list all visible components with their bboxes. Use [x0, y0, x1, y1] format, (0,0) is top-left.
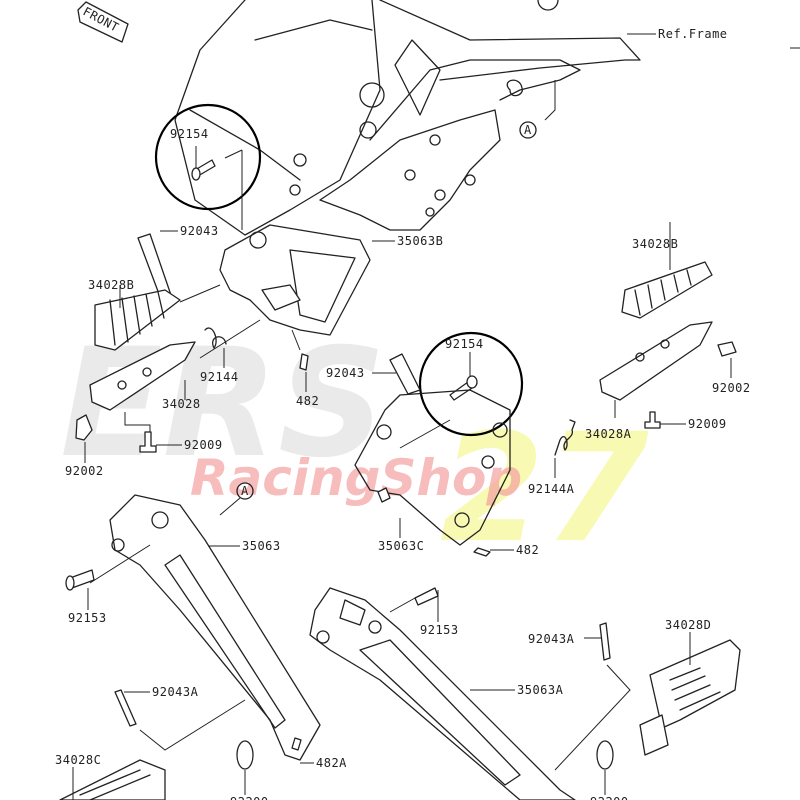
- watermark-logo: ERS 27 RacingShop: [60, 317, 649, 576]
- spring-92144a: [554, 419, 576, 456]
- label-92043a: 92043A: [528, 632, 575, 646]
- bracket-35063c: [354, 389, 511, 546]
- washer-left: [236, 740, 254, 770]
- label-35063: 35063: [242, 539, 281, 553]
- bolt-92002-right: [717, 341, 737, 357]
- front-arrow-icon: FRONT: [77, 1, 129, 43]
- bolt-92009-left: [139, 431, 157, 453]
- label-92154: 92154: [445, 337, 484, 351]
- label-92009: 92009: [688, 417, 727, 431]
- label-92144: 92144: [200, 370, 239, 384]
- label-34028: 34028: [162, 397, 201, 411]
- label-92002: 92002: [712, 381, 751, 395]
- pin-92043-mid: [389, 353, 421, 395]
- label-35063c: 35063C: [378, 539, 424, 553]
- label-482: 482: [296, 394, 319, 408]
- label-482a: 482A: [316, 756, 347, 770]
- highlight-circle-92154-top: [154, 103, 262, 211]
- label-92002: 92002: [65, 464, 104, 478]
- svg-text:RacingShop: RacingShop: [190, 449, 522, 507]
- part-labels: 92154 92043 35063B 34028B 34028B 92144 3…: [55, 127, 751, 800]
- footpeg-rubber-34028b-right: [621, 261, 713, 319]
- footpeg-34028: [89, 341, 196, 411]
- hanger-35063: [109, 494, 321, 761]
- label-92144a: 92144A: [528, 482, 575, 496]
- label-92043a: 92043A: [152, 685, 199, 699]
- clip-482-top: [299, 353, 309, 371]
- footpeg-rubber-34028b-left: [94, 289, 181, 351]
- label-34028d: 34028D: [665, 618, 711, 632]
- frame-drawing: [174, 0, 641, 236]
- bolt-92009-right: [644, 411, 661, 429]
- label-92009: 92009: [184, 438, 223, 452]
- clip-482a: [291, 737, 302, 751]
- bolt-92153-right: [414, 587, 439, 606]
- label-35063b: 35063B: [397, 234, 443, 248]
- bolt-92002-left: [75, 414, 93, 441]
- hanger-35063a: [309, 587, 576, 800]
- pin-92043a-left: [114, 689, 137, 727]
- spring-92144: [204, 327, 227, 349]
- label-92200: 92200: [230, 795, 269, 800]
- label-34028b: 34028B: [632, 237, 678, 251]
- label-92153: 92153: [68, 611, 107, 625]
- label-92043: 92043: [326, 366, 365, 380]
- pin-92043a-right: [599, 622, 611, 661]
- footpeg-34028a: [599, 321, 713, 401]
- bolt-92154-mid: [449, 375, 478, 401]
- bolt-92154-top: [191, 159, 216, 181]
- label-482: 482: [516, 543, 539, 557]
- label-92153: 92153: [420, 623, 459, 637]
- callout-a-top: A: [524, 123, 532, 137]
- label-34028a: 34028A: [585, 427, 632, 441]
- label-92154: 92154: [170, 127, 209, 141]
- svg-text:27: 27: [440, 402, 649, 576]
- label-34028b: 34028B: [88, 278, 134, 292]
- label-34028c: 34028C: [55, 753, 101, 767]
- label-92043: 92043: [180, 224, 219, 238]
- footpeg-rubber-34028d: [639, 639, 741, 756]
- callout-a-mid: A: [241, 484, 249, 498]
- highlight-circle-92154-mid: [418, 331, 524, 437]
- label-ref-frame: Ref.Frame: [658, 27, 728, 41]
- label-35063a: 35063A: [517, 683, 564, 697]
- footpeg-rubber-34028c: [59, 759, 166, 800]
- washer-right: [596, 740, 614, 770]
- clip-482-mid: [473, 547, 491, 557]
- label-92200: 92200: [590, 795, 629, 800]
- bracket-35063b: [219, 224, 371, 336]
